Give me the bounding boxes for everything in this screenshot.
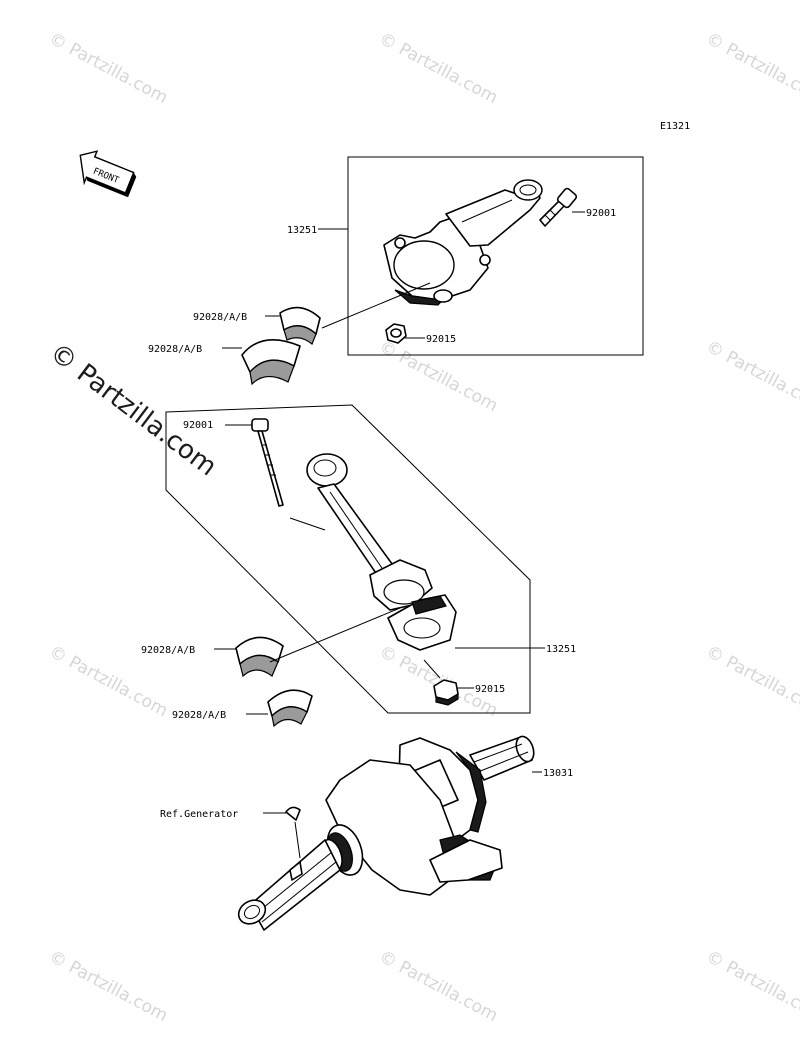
bearing-shell-top-1-icon	[279, 306, 321, 345]
nut-mid-icon	[433, 679, 459, 706]
bolt-mid-icon	[251, 418, 284, 507]
callout-bearing-top-1: 92028/A/B	[193, 312, 247, 323]
rod-cap-mid	[387, 594, 457, 651]
woodruff-key-icon	[285, 806, 301, 821]
nut-top-icon	[385, 323, 407, 344]
bearing-shell-mid-2-icon	[267, 689, 313, 728]
callout-nut-top: 92015	[426, 334, 456, 345]
callout-bearing-mid-2: 92028/A/B	[172, 710, 226, 721]
watermark: © Partzilla.com	[46, 947, 171, 1026]
watermark: © Partzilla.com	[376, 642, 501, 721]
watermark: © Partzilla.com	[703, 29, 800, 108]
callout-rod-mid: 13251	[546, 644, 576, 655]
watermark: © Partzilla.com	[376, 337, 501, 416]
top-group-frame	[347, 156, 644, 356]
watermark: © Partzilla.com	[46, 29, 171, 108]
bearing-shell-mid-1-icon	[235, 636, 284, 678]
callout-nut-mid: 92015	[475, 684, 505, 695]
bearing-shell-top-2-icon	[241, 339, 301, 386]
front-arrow-icon: FRONT	[79, 150, 137, 198]
callout-crankshaft: 13031	[543, 768, 573, 779]
diagram-code: E1321	[660, 121, 690, 132]
callout-bolt-top: 92001	[586, 208, 616, 219]
watermark: © Partzilla.com	[703, 337, 800, 416]
connecting-rod-top	[383, 179, 543, 306]
middle-group-frame	[165, 404, 531, 714]
watermark-large: © Partzilla.com	[44, 338, 222, 483]
callout-bolt-mid: 92001	[183, 420, 213, 431]
crankshaft	[237, 735, 535, 931]
callout-bearing-top-2: 92028/A/B	[148, 344, 202, 355]
watermark: © Partzilla.com	[376, 29, 501, 108]
callout-ref-generator: Ref.Generator	[160, 809, 238, 820]
watermark: © Partzilla.com	[703, 947, 800, 1026]
watermark: © Partzilla.com	[376, 947, 501, 1026]
watermark: © Partzilla.com	[703, 642, 800, 721]
callout-rod-top: 13251	[287, 225, 317, 236]
callout-bearing-mid-1: 92028/A/B	[141, 645, 195, 656]
bolt-top-icon	[539, 187, 578, 227]
connecting-rod-mid	[306, 453, 433, 611]
